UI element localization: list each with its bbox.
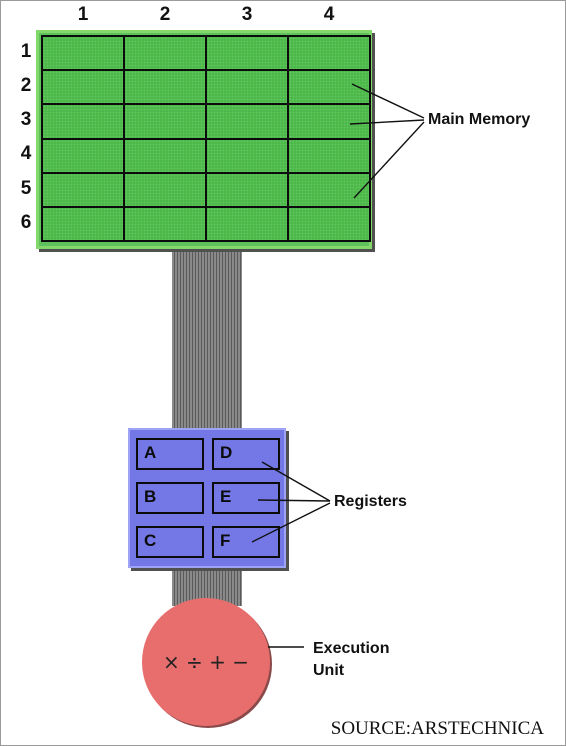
- memory-column-label: 4: [323, 4, 335, 25]
- memory-leader-line: [351, 83, 425, 119]
- registers-label: Registers: [334, 493, 407, 510]
- memory-cell: [287, 171, 371, 208]
- register-c: C: [136, 526, 204, 558]
- memory-cell: [41, 69, 125, 106]
- memory-row-label: 6: [20, 212, 32, 233]
- memory-cell: [205, 137, 289, 174]
- memory-cell: [287, 35, 371, 72]
- memory-cell: [123, 69, 207, 106]
- memory-cell: [41, 171, 125, 208]
- memory-row-label: 1: [20, 41, 32, 62]
- memory-cell: [41, 206, 125, 243]
- memory-cell: [205, 171, 289, 208]
- memory-cell: [287, 103, 371, 140]
- memory-row-label: 4: [20, 143, 32, 164]
- register-d: D: [212, 438, 280, 470]
- registers-leader-line: [251, 502, 331, 543]
- memory-cell: [287, 137, 371, 174]
- execution-unit: × ÷ + −: [142, 598, 270, 726]
- memory-row-label: 5: [20, 178, 32, 199]
- memory-cell: [123, 171, 207, 208]
- registers-leader-line: [261, 461, 331, 502]
- memory-cell: [123, 137, 207, 174]
- registers-block: A D B E C F: [128, 428, 286, 568]
- execution-operators: × ÷ + −: [162, 650, 250, 674]
- memory-bus: [172, 246, 242, 430]
- execution-unit-label-line2: Unit: [313, 662, 345, 679]
- execution-unit-label-line1: Execution: [313, 640, 390, 657]
- memory-column-label: 3: [241, 4, 253, 25]
- source-credit: SOURCE:ARSTECHNICA: [330, 718, 544, 739]
- memory-cell: [287, 69, 371, 106]
- memory-column-label: 2: [159, 4, 171, 25]
- registers-leader-line: [257, 499, 331, 502]
- memory-row-label: 2: [20, 75, 32, 96]
- register-a: A: [136, 438, 204, 470]
- memory-cell: [205, 206, 289, 243]
- main-memory: [36, 30, 372, 249]
- register-e: E: [212, 482, 280, 514]
- memory-cell: [287, 206, 371, 243]
- memory-cell: [41, 103, 125, 140]
- memory-leader-line: [353, 121, 425, 199]
- memory-cell: [205, 69, 289, 106]
- memory-row-label: 3: [20, 109, 32, 130]
- register-b: B: [136, 482, 204, 514]
- main-memory-label: Main Memory: [428, 111, 531, 128]
- memory-column-label: 1: [77, 4, 89, 25]
- memory-leader-line: [349, 119, 425, 125]
- register-f: F: [212, 526, 280, 558]
